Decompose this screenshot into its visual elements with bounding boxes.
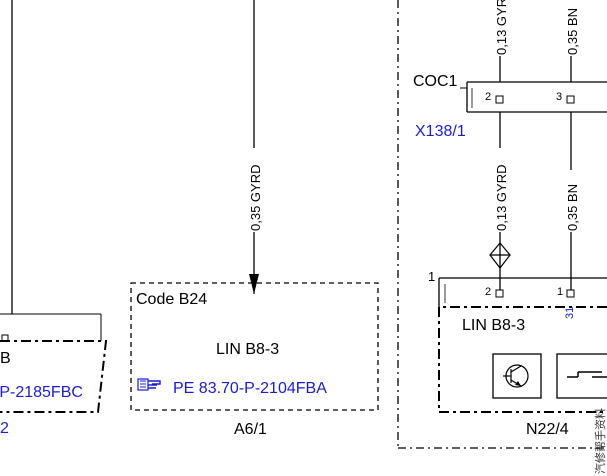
top-wires: 0,13 GYRD 0,35 BN	[491, 0, 580, 82]
coc1-pin-b: 3	[556, 91, 562, 103]
coc1-connector: COC1 2 3 X138/1	[413, 73, 607, 140]
coc1-pin-b-mark	[566, 95, 575, 104]
coc1-pin-a: 2	[485, 91, 491, 103]
n22-name: N22/4	[526, 421, 569, 438]
a6-ref-link[interactable]: PE 83.70-P-2104FBA	[173, 380, 327, 397]
n22-pin-blue[interactable]: 31	[564, 307, 576, 319]
n22-pin-b: 1	[557, 286, 563, 298]
n22-component: 1 2 1 31 LIN B8-3 N22/4	[428, 269, 607, 438]
a6-name: A6/1	[234, 421, 267, 438]
left-fragment-label: B	[0, 350, 11, 367]
switch-icon	[556, 353, 607, 399]
n22-number: 1	[428, 269, 435, 284]
gyrd-mid-label: 0,13 GYRD	[494, 165, 509, 231]
watermark: 汽修帮手资料	[593, 408, 607, 474]
connector-id-link[interactable]: X138/1	[415, 123, 466, 140]
coc1-pin-a-mark	[495, 95, 504, 104]
coc1-label: COC1	[413, 73, 458, 90]
bn-mid-label: 0,35 BN	[565, 184, 580, 231]
a6-wire-label: 0,35 GYRD	[248, 165, 263, 231]
n22-lin-label: LIN B8-3	[462, 317, 525, 334]
left-bottom-number[interactable]: 2	[0, 420, 9, 437]
transistor-icon	[492, 353, 542, 399]
a6-wire-label-bg	[246, 148, 262, 232]
left-box-border	[0, 340, 108, 413]
n22-pin-a: 2	[485, 286, 491, 298]
middle-wires: 0,13 GYRD 0,35 BN	[489, 112, 580, 290]
n22-pin-b-mark	[566, 289, 575, 298]
twisted-pair-icon	[489, 242, 511, 269]
left-ref-link[interactable]: -P-2185FBC	[0, 384, 83, 401]
gyrd-top-label: 0,13 GYRD	[494, 0, 509, 55]
left-component: B -P-2185FBC 2	[0, 0, 108, 437]
a6-component: 0,35 GYRD Code B24 LIN B8-3 PE 83.70-P-2…	[130, 0, 379, 438]
n22-pin-a-mark	[495, 289, 504, 298]
bn-top-label: 0,35 BN	[565, 8, 580, 55]
a6-box-border	[130, 282, 379, 411]
a6-code-label: Code B24	[136, 291, 207, 308]
a6-lin-label: LIN B8-3	[216, 341, 279, 358]
n22-box-border	[438, 306, 607, 413]
pointing-hand-icon[interactable]	[137, 378, 161, 391]
